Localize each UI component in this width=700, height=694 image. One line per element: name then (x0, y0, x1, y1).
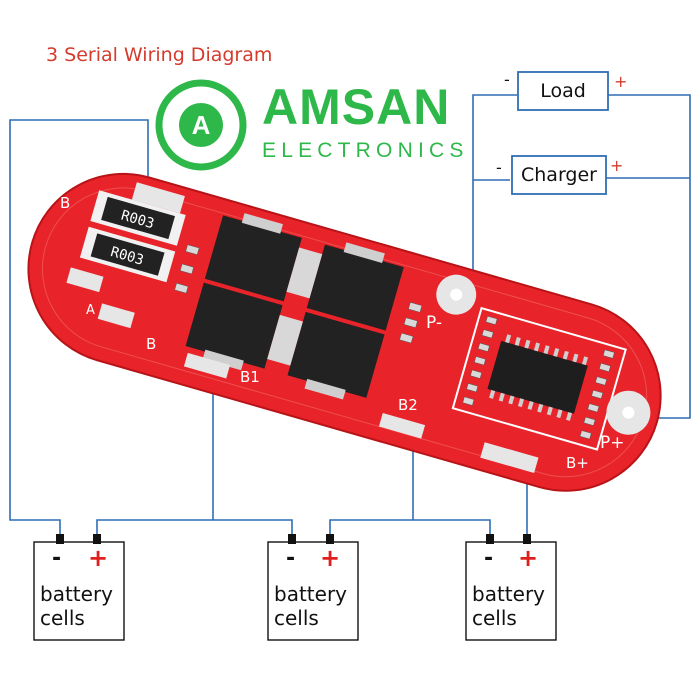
pad-label-p-minus: P- (426, 313, 442, 333)
battery-2-line2: cells (274, 606, 319, 630)
battery-2 (267, 541, 359, 641)
diagram-title: 3 Serial Wiring Diagram (46, 44, 273, 66)
brand-subtitle: ELECTRONICS (262, 139, 469, 162)
battery-3-line1: battery (472, 582, 545, 606)
smd-components (174, 244, 615, 440)
wire-load-plus (608, 94, 691, 419)
brand-logo-icon: A (155, 79, 247, 171)
mosfets (185, 213, 404, 400)
load-minus-sign: - (504, 70, 510, 89)
pcb-board: R003 R003 (27, 172, 662, 492)
load-box (517, 71, 609, 111)
wire-b1-horizontal (96, 519, 293, 540)
battery-cells (33, 541, 557, 641)
charger-minus-sign: - (496, 158, 502, 177)
battery-2-line1: battery (274, 582, 347, 606)
load-plus-sign: + (614, 72, 628, 91)
logo-letter: A (192, 110, 211, 140)
pad-label-b-minus: B (146, 335, 156, 353)
brand-name: AMSAN (262, 79, 451, 135)
resistor-2: R003 (79, 226, 176, 283)
pad-label-b-plus: B+ (566, 454, 589, 472)
wire-b-minus (9, 119, 149, 540)
resistor-1: R003 (90, 190, 186, 246)
charger-label: Charger (521, 164, 597, 186)
charger-box (511, 155, 607, 195)
wire-b2-horizontal (329, 519, 491, 540)
load-label: Load (540, 80, 586, 102)
pad-label-b: B (60, 194, 70, 212)
board-labels: B A B B1 B2 B+ P- P+ (60, 194, 625, 472)
wire-p-minus-load (472, 94, 517, 285)
battery-1 (33, 541, 125, 641)
battery-1-line2: cells (40, 606, 85, 630)
battery-terminals (56, 534, 531, 544)
battery-1-minus: - (52, 546, 62, 571)
battery-3-minus: - (484, 546, 494, 571)
battery-3-line2: cells (472, 606, 517, 630)
battery-2-minus: - (286, 546, 296, 571)
battery-2-plus: + (320, 544, 341, 572)
battery-3-plus: + (518, 544, 539, 572)
battery-1-plus: + (88, 544, 109, 572)
pad-label-b1: B1 (240, 368, 260, 386)
charger-plus-sign: + (610, 156, 624, 175)
battery-1-line1: battery (40, 582, 113, 606)
pad-label-b2: B2 (398, 396, 418, 414)
pad-label-a: A (86, 303, 95, 318)
battery-3 (465, 541, 557, 641)
pad-label-p-plus: P+ (600, 433, 625, 453)
